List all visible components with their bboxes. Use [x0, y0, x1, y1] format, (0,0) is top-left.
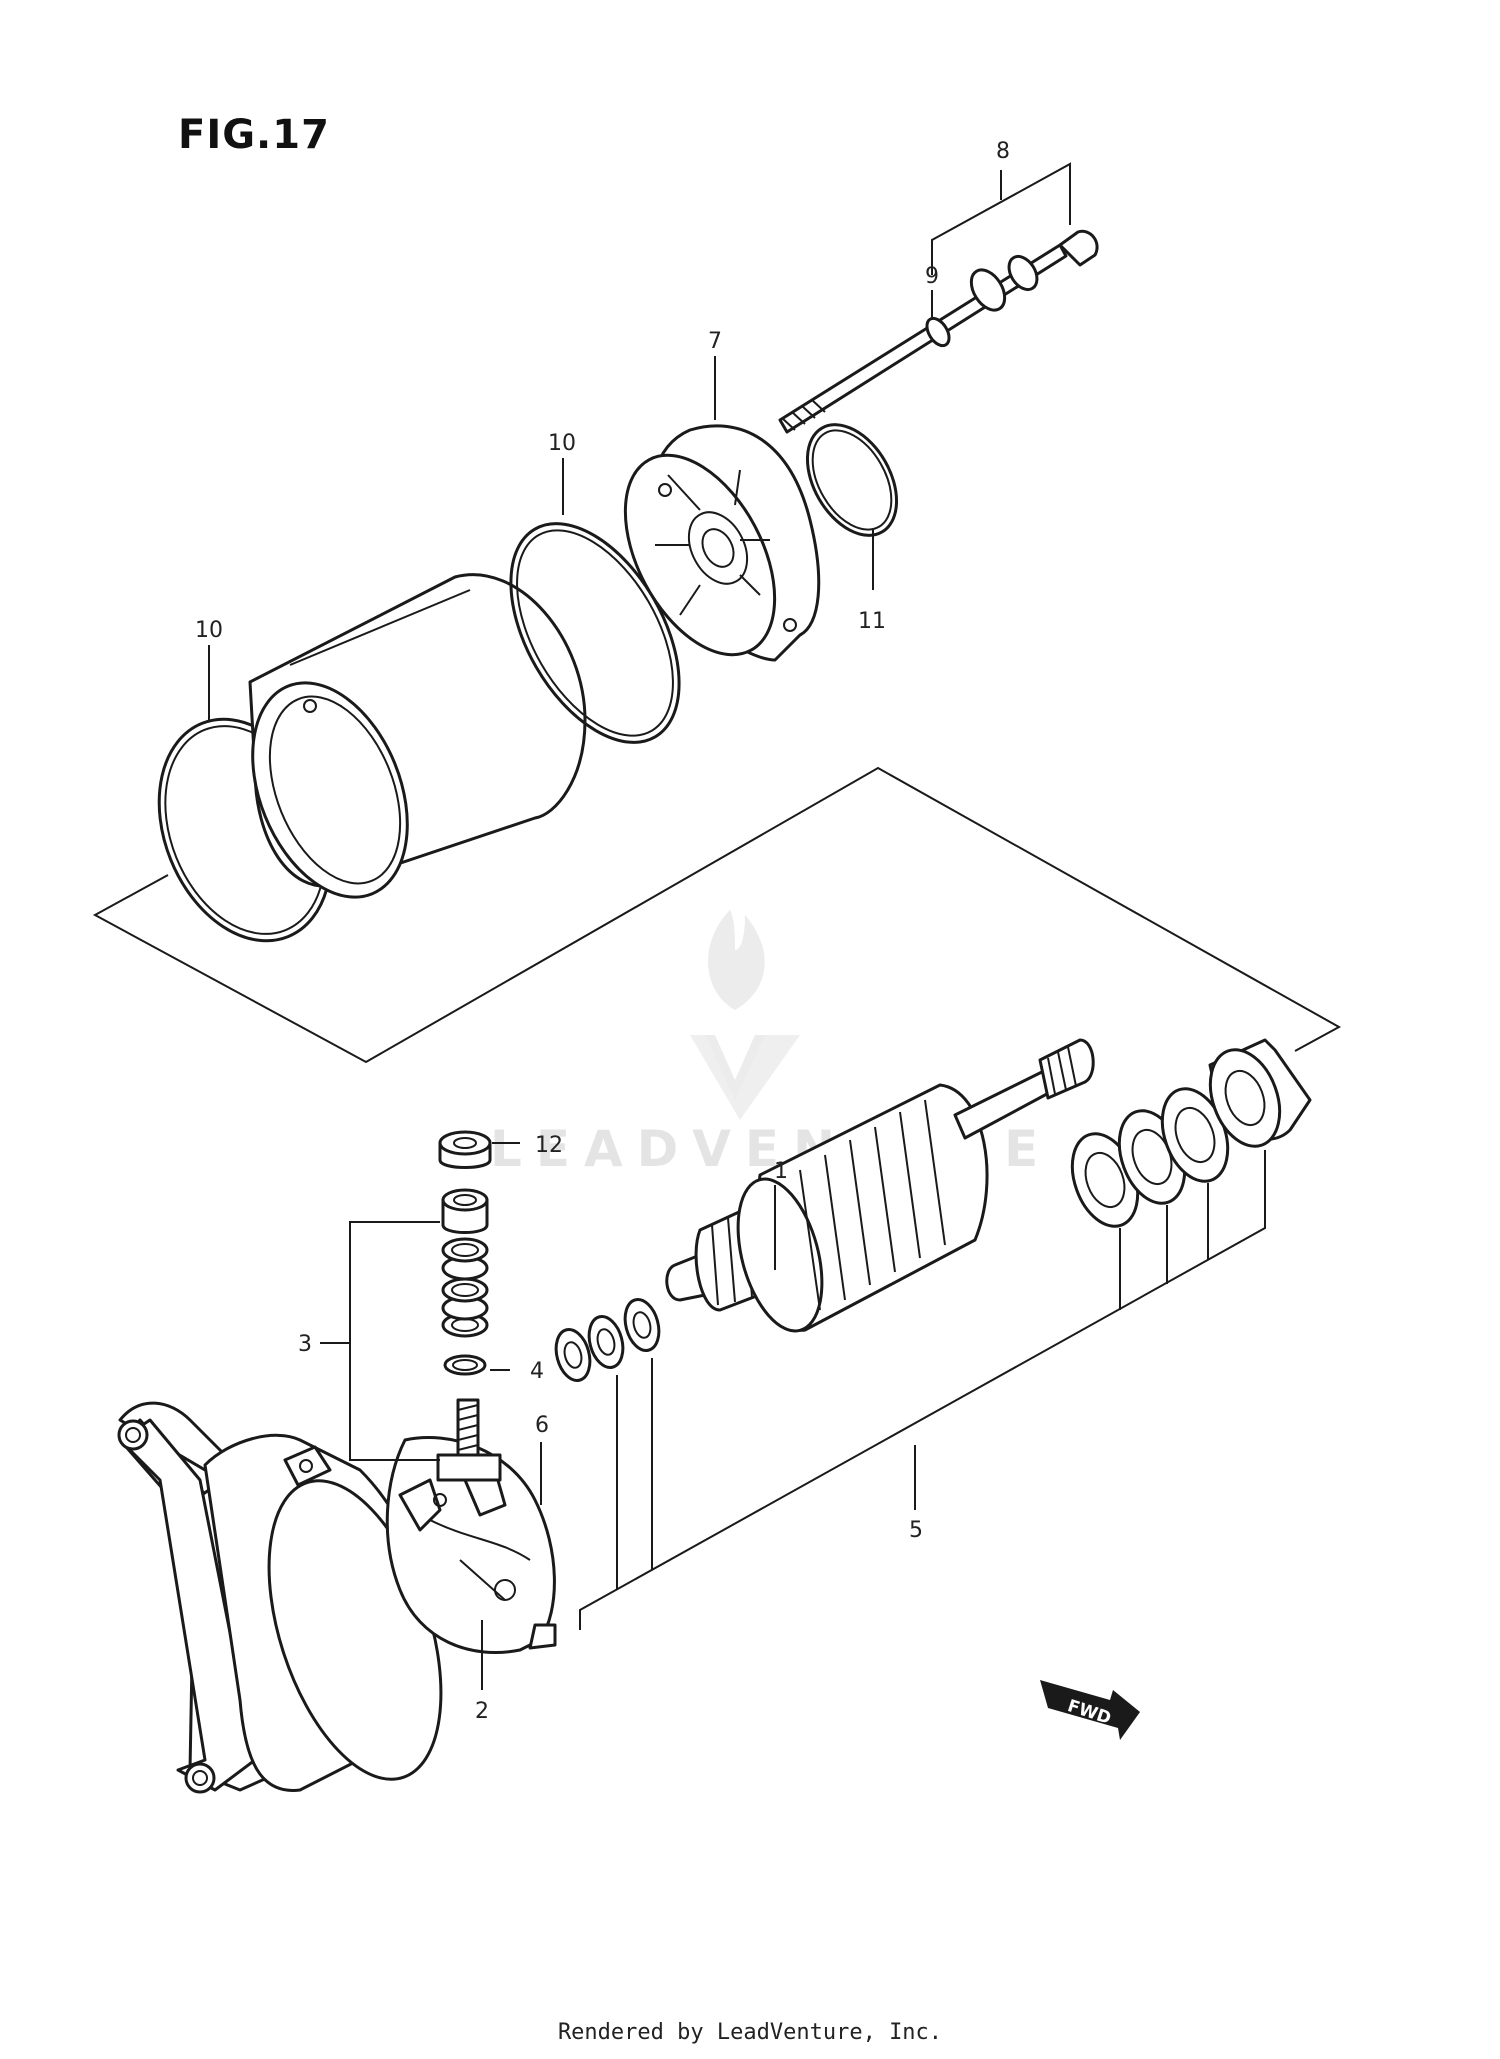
- footer-credit: Rendered by LeadVenture, Inc.: [557, 2020, 943, 2045]
- callout-7: 7: [708, 329, 722, 354]
- callout-9: 9: [925, 264, 939, 289]
- callout-8: 8: [996, 139, 1010, 164]
- callout-bracket-3: [320, 1221, 510, 1461]
- callout-2: 2: [475, 1699, 489, 1724]
- callout-6: 6: [535, 1413, 549, 1438]
- callout-10-left: 10: [195, 618, 223, 643]
- o-ring-11: [805, 423, 899, 537]
- callout-3: 3: [298, 1332, 312, 1357]
- leader-lines-lower: [481, 1142, 776, 1690]
- watermark-logo: [690, 910, 800, 1120]
- leader-lines-upper: [208, 356, 874, 720]
- callout-11: 11: [858, 609, 886, 634]
- thrust-washers-rear: [1070, 1038, 1312, 1228]
- callout-5: 5: [909, 1518, 923, 1543]
- terminal-bolt-set-3: [436, 1188, 502, 1482]
- callout-10-right: 10: [548, 431, 576, 456]
- fwd-arrow-icon: FWD: [1040, 1680, 1140, 1740]
- callout-12: 12: [535, 1133, 563, 1158]
- figure-title: FIG.17: [178, 112, 330, 158]
- end-cover-7: [623, 424, 821, 662]
- callout-1: 1: [774, 1159, 788, 1184]
- exploded-box-outline: [92, 766, 1342, 1064]
- callout-4: 4: [530, 1359, 544, 1384]
- nut-12: [438, 1130, 492, 1169]
- yoke-housing: [248, 573, 587, 899]
- callout-bracket-8-9: [931, 162, 1071, 320]
- callout-bracket-5: [579, 1150, 1266, 1630]
- thrust-washers-front: [554, 1298, 661, 1382]
- through-bolt-9: [778, 229, 1099, 434]
- armature-1: [665, 1038, 1095, 1333]
- callout-labels: 1 2 3 4 5 6 7 8 9 10 10 11 12: [195, 139, 1010, 1724]
